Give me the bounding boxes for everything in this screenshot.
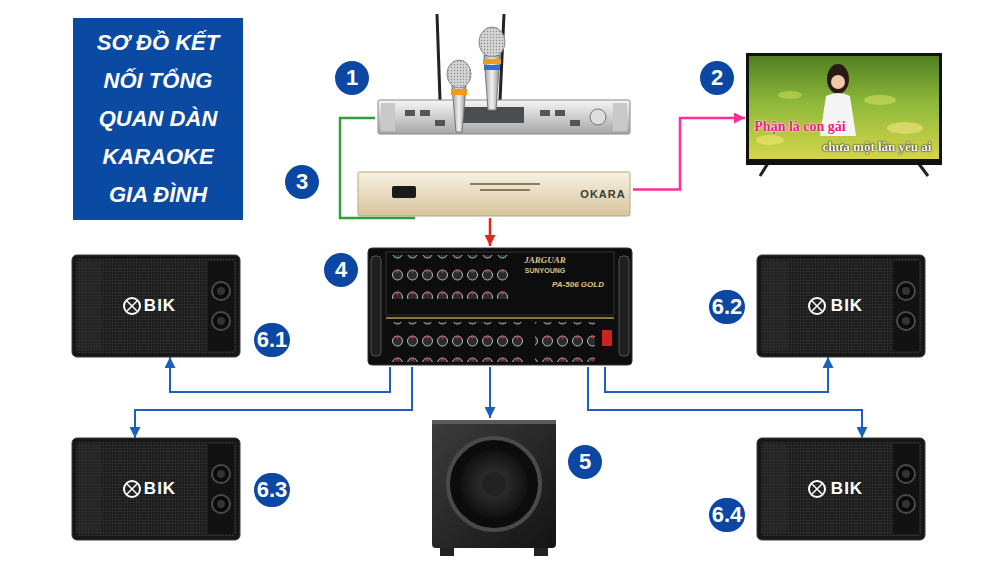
subwoofer	[432, 420, 556, 556]
callout-number: 3	[285, 165, 319, 199]
subwoofer	[534, 548, 548, 556]
karaoke-player	[358, 172, 630, 216]
callout-number: 4	[324, 253, 358, 287]
microphone-receiver	[405, 110, 415, 116]
callout-number: 6.2	[709, 290, 746, 324]
microphone-receiver	[452, 86, 466, 132]
microphone-receiver	[381, 103, 395, 131]
subwoofer	[448, 438, 540, 530]
microphone-receiver	[590, 109, 606, 125]
microphone-receiver	[435, 120, 445, 126]
amplifier	[371, 256, 381, 356]
amplifier	[368, 248, 632, 365]
callout-number: 5	[568, 445, 602, 479]
television	[746, 53, 942, 165]
subwoofer	[440, 548, 454, 556]
television	[756, 135, 784, 145]
speaker	[757, 255, 925, 357]
callout-number: 6.1	[254, 323, 291, 357]
microphone-receiver	[451, 89, 467, 95]
microphone-receiver	[420, 110, 430, 116]
microphone-receiver	[500, 14, 504, 100]
model-name: PA-506 GOLD	[552, 281, 604, 290]
speaker	[72, 255, 240, 357]
microphone-receiver	[378, 14, 630, 134]
amplifier	[386, 252, 614, 315]
callout-number: 6.3	[254, 473, 291, 507]
amplifier	[392, 322, 527, 362]
signal-cable	[135, 367, 412, 438]
microphone-receiver	[555, 110, 565, 116]
lyric-line: Phận là con gái	[754, 119, 845, 134]
brand-logo: BIK	[831, 480, 863, 499]
microphone-receiver	[378, 100, 630, 134]
television-node: 2	[745, 52, 943, 178]
television	[746, 53, 942, 176]
signal-cable	[633, 118, 745, 190]
brand-logo: BIK	[144, 480, 176, 499]
television	[827, 64, 849, 94]
brand-logo: OKARA	[580, 188, 625, 200]
signal-cable	[489, 218, 492, 246]
amplifier	[386, 317, 614, 319]
subwoofer	[432, 420, 556, 424]
amplifier	[619, 256, 629, 356]
microphone-receiver	[540, 110, 550, 116]
microphone-receiver	[484, 55, 500, 110]
microphone-receiver	[570, 120, 580, 126]
lyric-line: chưa một lần yêu ai	[823, 140, 932, 154]
microphone-receiver	[483, 59, 501, 64]
callout-number: 2	[700, 61, 734, 95]
signal-cable	[588, 367, 862, 438]
microphone-receiver	[437, 14, 440, 100]
speaker	[757, 438, 925, 540]
callout-number: 6.4	[709, 498, 746, 532]
brand-logo: JARGUAR	[524, 256, 566, 266]
karaoke-player	[480, 189, 530, 191]
amplifier	[392, 255, 512, 299]
title-box: SƠ ĐỒ KẾT NỐI TỔNG QUAN DÀN KARAOKE GIA …	[73, 18, 243, 220]
microphone-receiver-node: 1	[375, 10, 633, 136]
amplifier	[602, 330, 612, 346]
microphone-receiver	[479, 27, 505, 57]
signal-cable	[605, 357, 828, 392]
subwoofer	[482, 472, 506, 496]
television	[778, 91, 802, 99]
microphone-receiver	[484, 65, 500, 70]
karaoke-player	[358, 172, 630, 216]
amplifier	[535, 322, 595, 362]
signal-cable	[489, 367, 491, 418]
television	[749, 56, 939, 159]
microphone-receiver	[447, 60, 471, 88]
signal-cable	[170, 357, 390, 392]
signal-cable	[340, 118, 415, 218]
brand-logo: BIK	[144, 297, 176, 316]
television	[887, 122, 923, 134]
amplifier	[368, 248, 632, 365]
karaoke-player	[470, 183, 540, 185]
brand-logo: BIK	[831, 297, 863, 316]
television	[831, 75, 845, 89]
diagram-title: SƠ ĐỒ KẾT NỐI TỔNG QUAN DÀN KARAOKE GIA …	[88, 24, 228, 214]
subwoofer	[460, 450, 528, 518]
callout-number: 1	[335, 61, 369, 95]
speaker	[72, 438, 240, 540]
television	[864, 95, 896, 105]
microphone-receiver	[613, 103, 627, 131]
subwoofer	[432, 420, 556, 548]
amplifier-node: 4	[366, 246, 634, 367]
subwoofer-node: 5	[430, 418, 558, 558]
karaoke-player	[392, 186, 416, 198]
brand-logo: SUNYOUNG	[525, 267, 565, 275]
